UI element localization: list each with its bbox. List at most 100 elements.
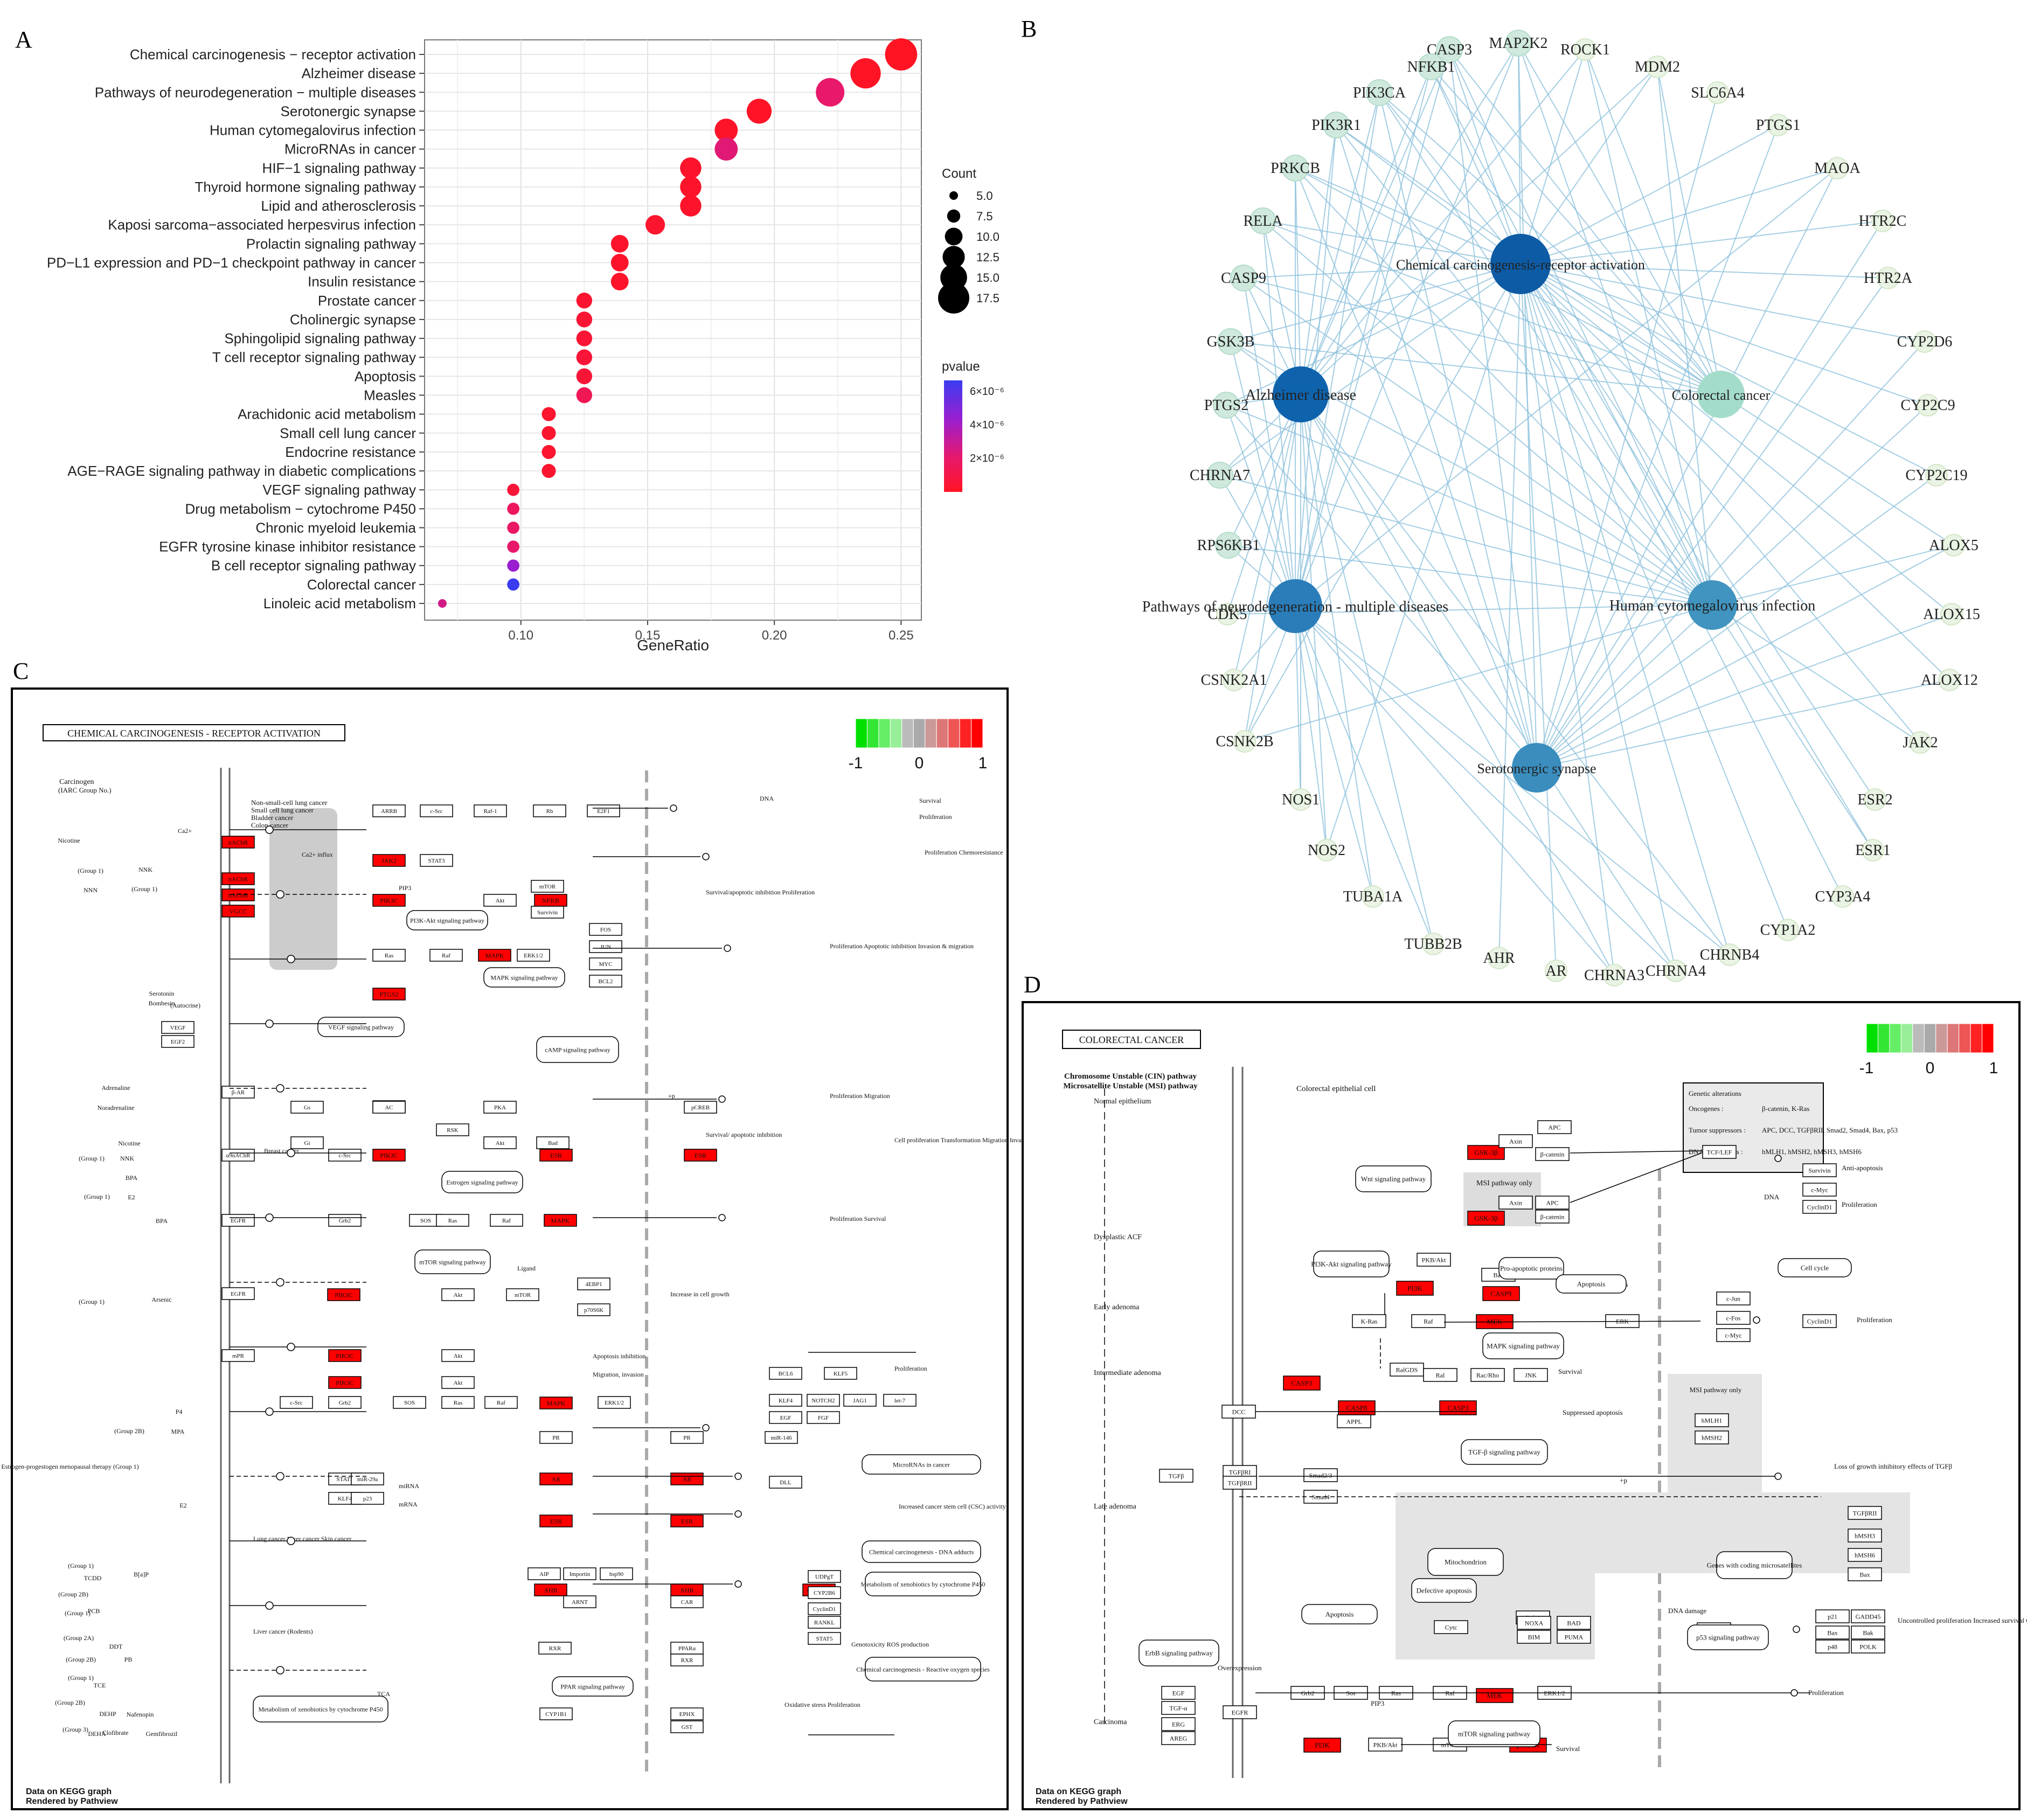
gene-label: c-Myc bbox=[1725, 1331, 1741, 1339]
x-tick-label: 0.10 bbox=[508, 628, 533, 643]
gene-label: SOS bbox=[420, 1218, 431, 1224]
pathway-hub-label: Chemical carcinogenesis-receptor activat… bbox=[1396, 257, 1645, 273]
network-edge bbox=[1536, 124, 1779, 768]
count-legend-dot bbox=[938, 282, 969, 314]
gene-label: ALOX15 bbox=[1923, 606, 1980, 623]
gene-box bbox=[420, 854, 453, 867]
gene-node bbox=[1925, 464, 1948, 487]
data-point bbox=[714, 119, 738, 142]
gene-box-highlighted bbox=[1467, 1145, 1505, 1160]
gene-box bbox=[1411, 1314, 1446, 1328]
gene-label: PR bbox=[683, 1435, 691, 1441]
network-edge bbox=[1226, 405, 1296, 607]
network-edge bbox=[1336, 124, 1521, 265]
gene-box-highlighted bbox=[670, 1515, 704, 1527]
data-point bbox=[610, 273, 629, 291]
genetic-alteration-genes: hMLH1, hMSH2, hMSH3, hMSH6 bbox=[1762, 1148, 1862, 1156]
gene-label: PIK3C bbox=[380, 897, 398, 904]
gene-label: FOS bbox=[600, 927, 611, 933]
gene-box bbox=[600, 1567, 633, 1580]
gene-label: β-AR bbox=[232, 1089, 245, 1096]
gene-box-highlighted bbox=[1303, 1738, 1341, 1753]
count-legend-dot bbox=[942, 246, 965, 268]
gene-label: MAPK bbox=[551, 1217, 570, 1224]
gene-box-highlighted bbox=[221, 872, 255, 885]
gene-label: ESR bbox=[550, 1151, 562, 1159]
enrichment-dot-plot: Chemical carcinogenesis − receptor activ… bbox=[47, 38, 1004, 654]
gene-box bbox=[517, 949, 550, 962]
compound-label: Nicotine bbox=[118, 1140, 140, 1147]
term-label: Kaposi sarcoma−associated herpesvirus in… bbox=[108, 217, 416, 233]
pathway-module-label: Wnt signaling pathway bbox=[1361, 1175, 1426, 1183]
gene-label: PI3K bbox=[1407, 1284, 1422, 1293]
gene-label: PR bbox=[552, 1435, 560, 1441]
pathway-output: Proliferation bbox=[1842, 1200, 1877, 1208]
gene-node bbox=[1940, 603, 1963, 626]
term-label: Apoptosis bbox=[355, 368, 416, 384]
gene-node bbox=[1213, 392, 1240, 419]
term-labels: Chemical carcinogenesis − receptor activ… bbox=[47, 46, 425, 612]
gene-label: PI3K bbox=[1315, 1741, 1330, 1749]
pathway-module-label: Pro-apoptotic proteins bbox=[1500, 1265, 1563, 1273]
compound-node bbox=[276, 1666, 284, 1675]
gene-label: PIK3CA bbox=[1353, 85, 1406, 101]
compound-label: (Group 1) bbox=[131, 885, 157, 893]
network-edge bbox=[1518, 43, 1721, 395]
gene-box-highlighted bbox=[221, 905, 255, 918]
gene-label: p21 bbox=[1828, 1613, 1837, 1620]
gene-label: CDK5 bbox=[1207, 606, 1247, 623]
pathway-module-label: mTOR signaling pathway bbox=[419, 1258, 486, 1266]
pathway-module bbox=[1778, 1258, 1852, 1277]
network-edge bbox=[1431, 66, 1713, 606]
stage-label: Intermediate adenoma bbox=[1094, 1369, 1162, 1377]
gene-box bbox=[1848, 1567, 1882, 1581]
gene-box bbox=[441, 1288, 475, 1301]
msi-pathway-shade bbox=[1396, 1374, 1910, 1659]
pathway-module bbox=[1461, 1439, 1548, 1465]
gene-label: EGFR bbox=[231, 1218, 246, 1224]
pathway-output: Survival/ apoptotic inhibition bbox=[706, 1131, 782, 1138]
gene-label: AHR bbox=[680, 1586, 693, 1594]
map-elements: Carcinogen(IARC Group No.)Non-small-cell… bbox=[1, 778, 1126, 1738]
msi-label: MSI pathway only bbox=[1476, 1179, 1532, 1187]
gene-label: CYP1B1 bbox=[545, 1711, 567, 1718]
compound-node bbox=[734, 1510, 742, 1518]
pathway-output: Suppressed apoptosis bbox=[1563, 1408, 1623, 1416]
compound-label: Nafenopin bbox=[127, 1711, 154, 1718]
gene-label: PIK3C bbox=[335, 1291, 352, 1298]
gene-node bbox=[1217, 328, 1244, 355]
gene-box bbox=[1802, 1314, 1837, 1328]
gene-box bbox=[1498, 1134, 1533, 1148]
gene-node bbox=[1917, 394, 1939, 416]
stage-label: Normal epithelium bbox=[1094, 1097, 1151, 1106]
gene-label: mPR bbox=[232, 1353, 245, 1359]
stage-label: Late adenoma bbox=[1094, 1503, 1137, 1511]
network-edge bbox=[1520, 168, 1838, 265]
gene-label: ALOX5 bbox=[1929, 537, 1979, 554]
gene-box-highlighted bbox=[372, 854, 406, 867]
compound-label: (Group 1) bbox=[65, 1609, 91, 1617]
network-edge bbox=[1295, 49, 1450, 607]
pathway-output: Proliferation bbox=[1808, 1689, 1844, 1697]
network-edge bbox=[1226, 405, 1713, 606]
gene-box bbox=[807, 1394, 840, 1407]
gene-label: FGF bbox=[818, 1415, 829, 1421]
gene-label: Bax bbox=[1859, 1571, 1870, 1578]
term-label: Human cytomegalovirus infection bbox=[210, 122, 416, 138]
compound-label: Serotonin bbox=[149, 990, 175, 997]
gene-label: RXR bbox=[549, 1645, 561, 1652]
genetic-alterations-title: Genetic alterations bbox=[1689, 1089, 1741, 1097]
x-tick-label: 0.25 bbox=[888, 628, 914, 643]
compound-label: Clofibrate bbox=[102, 1729, 129, 1736]
compound-label: PB bbox=[124, 1656, 133, 1663]
iarc-heading: (IARC Group No.) bbox=[58, 786, 112, 794]
gene-label: HTR2A bbox=[1864, 270, 1913, 287]
gene-label: ERK1/2 bbox=[524, 953, 543, 959]
gene-label: BCL2 bbox=[599, 978, 613, 985]
network-edge bbox=[1520, 49, 1586, 265]
term-label: Linoleic acid metabolism bbox=[263, 595, 416, 612]
gene-node bbox=[1864, 788, 1886, 811]
